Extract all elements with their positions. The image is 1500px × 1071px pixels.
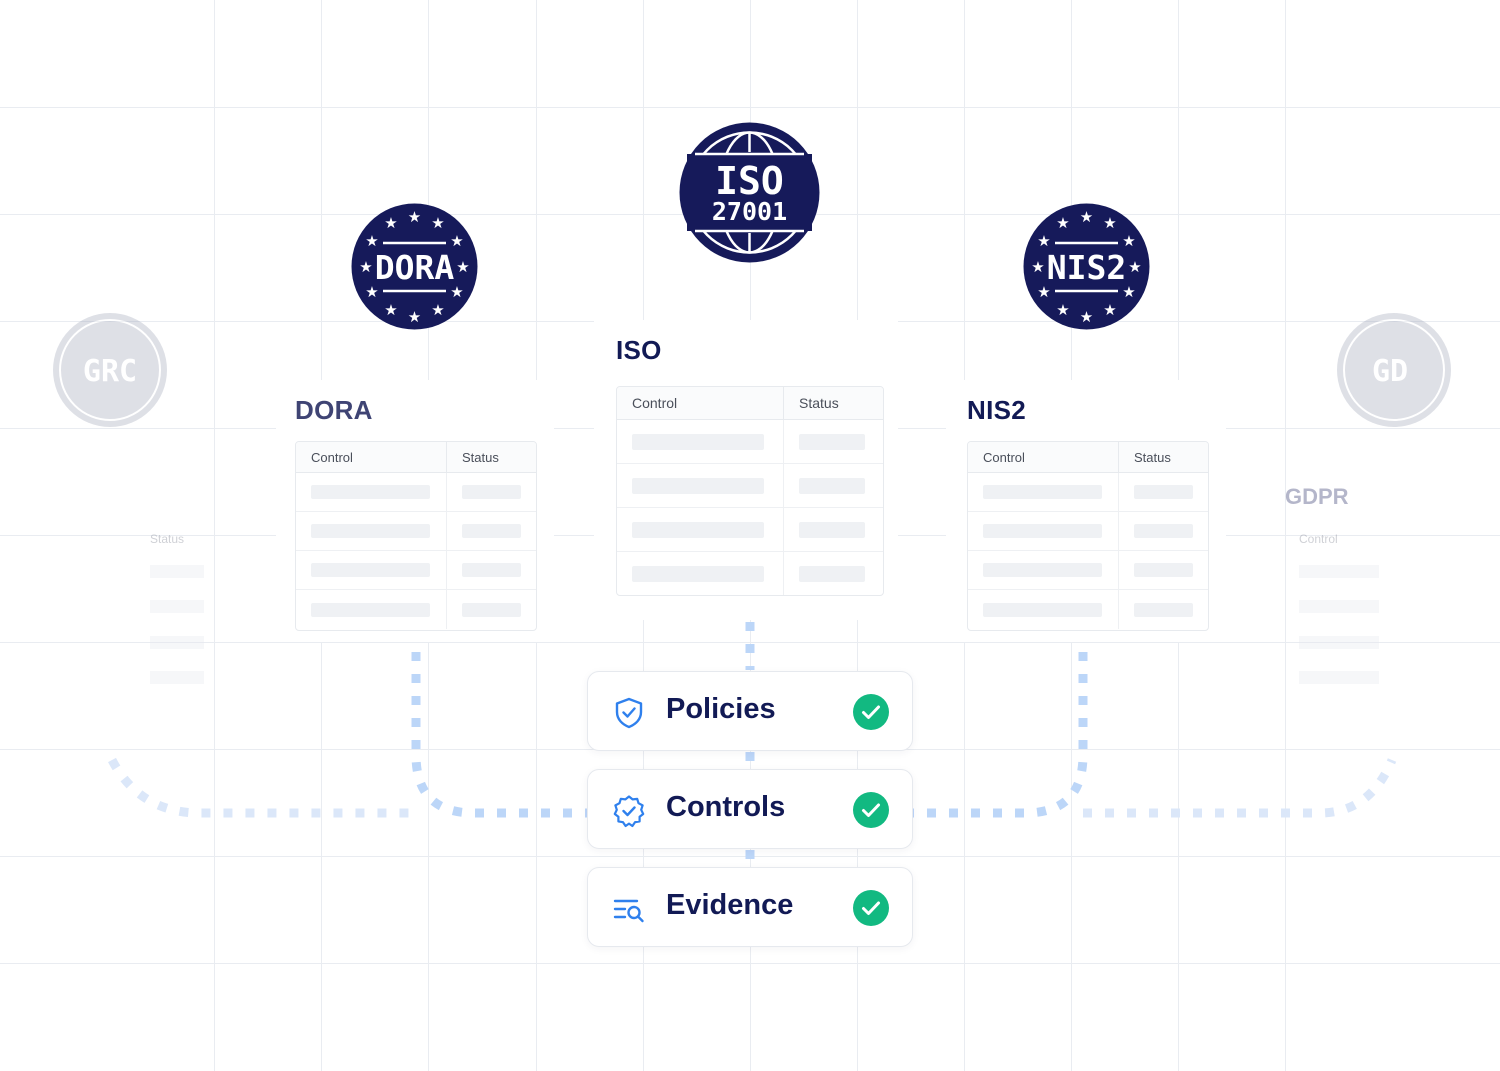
svg-text:ISO: ISO <box>715 159 784 203</box>
svg-text:★: ★ <box>1056 301 1069 319</box>
gdpr-col-control: Control <box>1299 532 1338 546</box>
svg-text:★: ★ <box>1128 258 1141 276</box>
table-row <box>617 508 883 552</box>
connector-left-faded <box>108 757 416 818</box>
iso-27001-seal: ISO 27001 <box>679 122 820 263</box>
svg-text:★: ★ <box>1122 232 1135 250</box>
placeholder-bar <box>1299 671 1379 684</box>
list-search-icon <box>613 899 644 923</box>
placeholder-bar <box>1299 600 1379 613</box>
badge-check-icon <box>613 795 645 828</box>
placeholder-bar <box>150 636 204 649</box>
nis2-title: NIS2 <box>967 395 1027 425</box>
svg-text:★: ★ <box>365 232 378 250</box>
svg-text:★: ★ <box>1080 308 1093 326</box>
table-row <box>296 590 536 629</box>
module-label: Evidence <box>666 889 794 921</box>
placeholder-bar <box>150 600 204 613</box>
dora-seal: ★ ★ ★ ★ ★ ★ ★ ★ ★ ★ ★ ★ DORA <box>351 203 478 330</box>
svg-text:★: ★ <box>450 283 463 301</box>
table-row <box>617 420 883 464</box>
iso-title: ISO <box>616 335 662 365</box>
svg-text:★: ★ <box>1122 283 1135 301</box>
module-label: Policies <box>666 693 776 725</box>
check-circle-icon <box>853 792 889 828</box>
check-circle-icon <box>853 694 889 730</box>
svg-text:★: ★ <box>408 308 421 326</box>
module-evidence[interactable]: Evidence <box>587 867 913 947</box>
left-faded-col-status: Status <box>150 532 185 546</box>
svg-text:★: ★ <box>1037 232 1050 250</box>
module-controls[interactable]: Controls <box>587 769 913 849</box>
svg-text:★: ★ <box>1103 301 1116 319</box>
nis2-seal: ★ ★ ★ ★ ★ ★ ★ ★ ★ ★ ★ ★ NIS2 <box>1023 203 1150 330</box>
table-row <box>617 552 883 595</box>
connector-right-faded <box>1083 758 1397 818</box>
svg-text:★: ★ <box>1103 214 1116 232</box>
svg-text:27001: 27001 <box>712 197 787 226</box>
placeholder-bar <box>1299 636 1379 649</box>
shield-check-icon <box>615 697 643 729</box>
connector-dora <box>411 652 587 818</box>
svg-text:DORA: DORA <box>375 248 455 287</box>
nis2-col-control: Control <box>983 449 1025 465</box>
table-row <box>968 473 1208 512</box>
svg-text:★: ★ <box>431 214 444 232</box>
svg-text:NIS2: NIS2 <box>1047 248 1126 287</box>
dora-controls-table: Control Status <box>295 441 537 631</box>
svg-text:★: ★ <box>365 283 378 301</box>
svg-text:★: ★ <box>1056 214 1069 232</box>
placeholder-bar <box>1299 565 1379 578</box>
table-row <box>968 590 1208 629</box>
star-ring-icon: ★ ★ ★ ★ ★ ★ ★ ★ ★ ★ ★ ★ <box>1031 208 1141 326</box>
check-circle-icon <box>853 890 889 926</box>
dora-col-status: Status <box>446 442 536 472</box>
table-row <box>968 512 1208 551</box>
connector-nis2 <box>913 652 1088 818</box>
gdpr-title: GDPR <box>1285 484 1349 509</box>
svg-text:GD: GD <box>1372 354 1408 389</box>
placeholder-bar <box>150 671 204 684</box>
table-row <box>296 512 536 551</box>
iso-controls-table: Control Status <box>616 386 884 596</box>
module-policies[interactable]: Policies <box>587 671 913 751</box>
iso-col-control: Control <box>632 395 678 411</box>
svg-text:★: ★ <box>1037 283 1050 301</box>
gdpr-seal: GD <box>1336 312 1452 428</box>
svg-text:★: ★ <box>431 301 444 319</box>
module-label: Controls <box>666 791 786 823</box>
table-row <box>296 551 536 590</box>
svg-text:★: ★ <box>408 208 421 226</box>
iso-col-status: Status <box>783 387 883 419</box>
placeholder-bar <box>150 565 204 578</box>
nis2-col-status: Status <box>1118 442 1208 472</box>
table-row <box>968 551 1208 590</box>
svg-text:★: ★ <box>359 258 372 276</box>
grc-seal: GRC <box>52 312 168 428</box>
svg-text:★: ★ <box>450 232 463 250</box>
nis2-controls-table: Control Status <box>967 441 1209 631</box>
svg-text:★: ★ <box>384 214 397 232</box>
svg-text:GRC: GRC <box>83 354 137 389</box>
svg-text:★: ★ <box>384 301 397 319</box>
dora-title: DORA <box>295 395 373 425</box>
star-ring-icon: ★ ★ ★ ★ ★ ★ ★ ★ ★ ★ ★ ★ <box>359 208 469 326</box>
svg-text:★: ★ <box>456 258 469 276</box>
svg-text:★: ★ <box>1080 208 1093 226</box>
dora-col-control: Control <box>311 449 353 465</box>
svg-text:★: ★ <box>1031 258 1044 276</box>
table-row <box>296 473 536 512</box>
table-row <box>617 464 883 508</box>
